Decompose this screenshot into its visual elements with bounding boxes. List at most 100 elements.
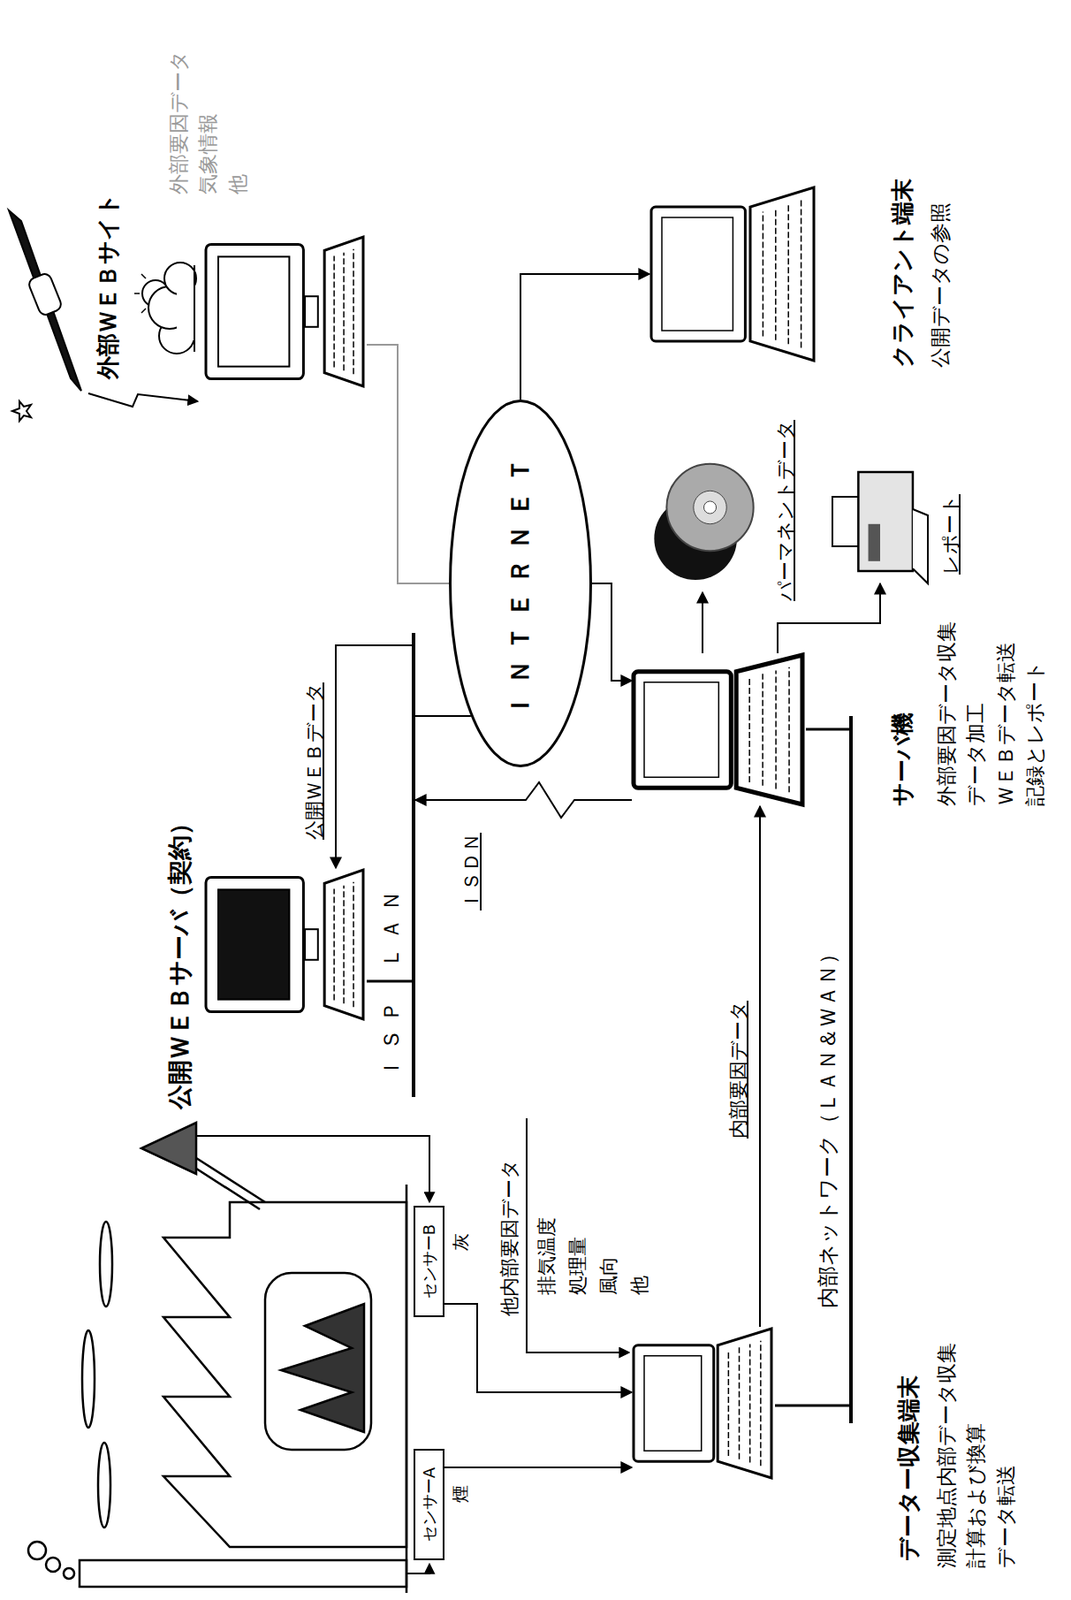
node-note: 外部要因データ 気象情報 他: [164, 100, 253, 195]
connector: [444, 1465, 632, 1468]
web-server: 公開ＷＥＢサーバ（契約）: [204, 867, 367, 1021]
node-title: 公開ＷＥＢサーバ（契約）: [164, 810, 197, 1109]
network-wires: [366, 715, 851, 1423]
factory: [28, 1122, 407, 1593]
sensor-wires: [196, 1117, 630, 1573]
drawing-part: [193, 265, 196, 352]
node-title: ＩＮＴＥＲＮＥＴ: [504, 448, 537, 718]
external-web-site: 外部ＷＥＢサイト外部要因データ 気象情報 他: [204, 235, 367, 388]
laptop-screen: [651, 206, 745, 342]
label-text: 煙: [448, 1484, 472, 1503]
label-text: 処理量: [565, 1236, 592, 1295]
node-title: 外部ＷＥＢサイト: [93, 192, 124, 380]
label-text: 排気温度: [534, 1216, 561, 1295]
drawing-part: [849, 715, 853, 1423]
drawing-part: [82, 1329, 95, 1428]
connector: [759, 805, 761, 1327]
keyboard-keys: [774, 207, 777, 341]
keyboard-keys: [738, 1346, 741, 1459]
drawing-part: [134, 292, 140, 295]
drawing-part: [190, 1164, 260, 1209]
connector-label: 内部要因データ: [726, 998, 752, 1140]
laptop-display: [644, 682, 719, 777]
printer-panel: [868, 524, 881, 562]
keyboard-keys: [787, 204, 790, 344]
laptop-icon: [631, 653, 806, 806]
drawing-part: [805, 728, 851, 731]
node-title: クライアント端末: [888, 178, 919, 368]
internet-cloud: ＩＮＴＥＲＮＥＴ: [448, 399, 593, 768]
laptop-display: [661, 217, 733, 331]
connector: [701, 592, 704, 654]
sensor-box: センサーB: [413, 1205, 445, 1317]
keyboard-keys: [728, 1350, 730, 1456]
server-machine: サーバ機外部要因データ収集 データ加工 ＷＥＢデータ転送 記録とレポート: [631, 653, 806, 806]
laptop-icon: [649, 185, 818, 363]
keyboard-keys: [342, 885, 345, 1004]
monitor-stand: [304, 296, 319, 327]
drawing-part: [281, 1303, 365, 1432]
drawing-part: [27, 272, 64, 318]
node-title: レポート: [938, 493, 965, 575]
drawing-part: [79, 1559, 407, 1587]
laptop-icon: [631, 1326, 775, 1480]
drawing-part: [163, 1201, 407, 1547]
data-collection-terminal: データー収集端末測定地点内部データ収集 計算および換算 データ転送: [631, 1326, 775, 1480]
node-body: 測定地点内部データ収集 計算および換算 データ転送: [932, 1334, 1021, 1569]
node-title: センサーB: [418, 1215, 440, 1307]
drawing-part: [526, 1117, 630, 1353]
sensor-box: センサーA: [413, 1448, 445, 1560]
keyboard: [324, 869, 364, 1019]
drawing-part: [141, 308, 146, 313]
drawing-part: [196, 1135, 430, 1202]
isp-lan-bus: ＩＳＰＬＡＮ: [371, 632, 416, 1097]
node-title: サーバ機: [888, 712, 919, 806]
laptop-base: [750, 187, 814, 361]
drawing-part: [141, 1122, 197, 1174]
node-title: センサーA: [418, 1458, 440, 1550]
internet-ellipse: [450, 401, 592, 767]
keyboard-keys: [748, 676, 751, 783]
monitor-icon: [204, 235, 367, 388]
keyboard-keys: [761, 673, 764, 785]
drawing-part: [406, 1563, 430, 1573]
laptop-screen: [633, 1344, 714, 1461]
connector: [444, 1303, 632, 1392]
drawing-part: [45, 1557, 61, 1572]
drawing-part: [774, 1404, 851, 1407]
connector: [366, 344, 449, 584]
client-terminal: クライアント端末公開データの参照: [649, 185, 818, 363]
laptop-base: [736, 654, 803, 805]
monitor-icon: [204, 867, 367, 1021]
monitor-case: [205, 243, 304, 379]
label-text: 他内部要因データ: [497, 1158, 524, 1316]
drawing-part: [63, 1567, 75, 1579]
disc-storage: パーマネントデータ: [652, 450, 756, 593]
node-body: 公開データの参照: [927, 202, 955, 368]
keyboard-keys: [800, 199, 803, 348]
laptop-screen: [633, 671, 731, 788]
laptop-display: [644, 1355, 702, 1451]
drawing-part: [28, 1541, 46, 1559]
weather-cloud: [134, 262, 197, 354]
keyboard-keys: [749, 1344, 752, 1463]
bus-label: ＩＳＰ: [378, 993, 406, 1079]
printer-tray: [912, 508, 928, 584]
node-title: データー収集端末: [894, 1374, 925, 1561]
connector-label: ＩＳＤＮ: [459, 830, 486, 912]
keyboard: [324, 236, 364, 387]
drawing-part: [196, 1157, 266, 1202]
drawing-part: [265, 1272, 372, 1450]
disc-ring: [693, 490, 727, 524]
drawing-part: [405, 1184, 409, 1593]
keyboard-keys: [762, 212, 765, 337]
connector: [415, 782, 632, 818]
drawing-part: [141, 273, 146, 279]
monitor-screen: [218, 256, 289, 366]
node-title: パーマネントデータ: [773, 419, 799, 601]
keyboard-keys: [342, 252, 345, 372]
drawing-part: [8, 210, 82, 391]
drawing-part: [176, 273, 195, 341]
label-text: 風向: [596, 1255, 623, 1295]
disc-icon: [652, 450, 756, 593]
